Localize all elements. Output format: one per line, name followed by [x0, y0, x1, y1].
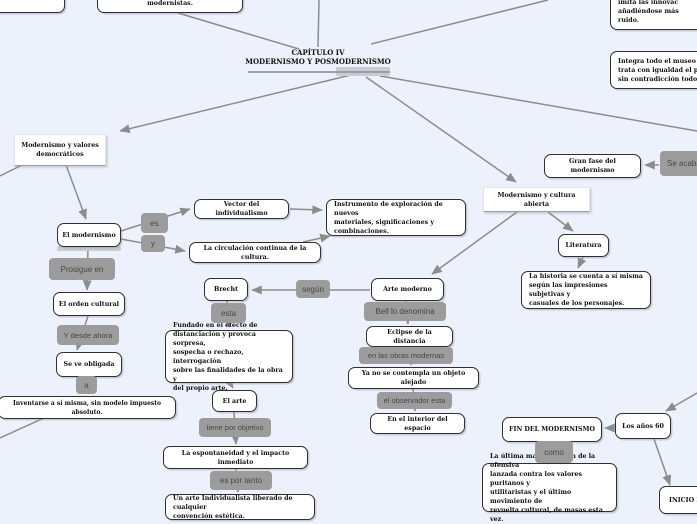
connector: [365, 76, 517, 183]
modernismo-highlight: [57, 246, 121, 251]
node-arte-individualista[interactable]: Un arte Individualista liberado de cualq…: [165, 494, 315, 520]
node-capitulo-root[interactable]: CAPÍTULO IV MODERNISMO Y POSMODERNISMO: [245, 48, 391, 66]
edge-label-tiene-por-objetivo[interactable]: tiene por objetivo: [199, 418, 271, 437]
connector: [431, 211, 518, 275]
node-literatura[interactable]: Literatura: [558, 234, 609, 257]
connector: [665, 392, 697, 412]
connector: [379, 75, 697, 132]
edge-label-como[interactable]: como: [535, 441, 573, 463]
node-inicio[interactable]: INICIO DE: [659, 486, 697, 514]
node-eclipse-distancia[interactable]: Eclipse de la distancia: [366, 326, 453, 347]
node-inventarse[interactable]: Inventarse a sí misma, sin modelo impues…: [0, 396, 176, 419]
edge-label-es-por-tanto[interactable]: es por tanto: [210, 471, 272, 490]
node-interior-espacio[interactable]: En el interior del espacio: [370, 413, 465, 434]
connector: [65, 164, 87, 220]
connector: [119, 73, 356, 134]
node-integra-museo[interactable]: Integra todo el museo ima trata con igua…: [610, 51, 697, 89]
node-fin-del-modernismo[interactable]: FIN DEL MODERNISMO: [502, 417, 602, 442]
node-fundado-distanciacion[interactable]: Fundado en el efecto de distanciación y …: [165, 322, 293, 392]
edge-label-bell-lo-denomina[interactable]: Bell lo denomina: [364, 302, 446, 321]
node-circulacion-cultura[interactable]: La circulación continua de la cultura.: [189, 242, 321, 263]
edge-label-segun[interactable]: según: [296, 280, 330, 298]
node-los-anos-60[interactable]: Los años 60: [615, 413, 671, 439]
node-instrumento-exploracion[interactable]: Instrumento de exploración de nuevos mat…: [326, 199, 466, 236]
node-espontaneidad[interactable]: La espontaneidad y el impacto inmediato: [163, 446, 308, 469]
connector: [177, 12, 300, 50]
connector: [653, 438, 672, 486]
node-imita-innovaciones[interactable]: imita las innovac añadiéndose más ruido.: [610, 0, 697, 30]
edge-label-observador[interactable]: el observador esta: [377, 392, 452, 409]
node-gran-fase[interactable]: Gran fase del modernismo: [544, 154, 641, 178]
connector: [370, 0, 549, 45]
edge-label-y-desde-ahora[interactable]: Y desde ahora: [57, 325, 119, 345]
edge-label-prosigue-en[interactable]: Prosigue en: [49, 258, 115, 280]
connector: [317, 0, 320, 48]
node-historia-se-cuenta[interactable]: La historia se cuenta a sí misma según l…: [521, 271, 651, 309]
node-antinomias[interactable]: y antinomias.: [0, 0, 65, 13]
edge-label-esta[interactable]: esta: [211, 303, 246, 323]
edge-label-y[interactable]: y: [141, 235, 165, 252]
edge-label-a[interactable]: a: [76, 376, 97, 394]
node-ya-no-se-contempla[interactable]: Ya no se contempla un objeto alejado: [348, 367, 479, 389]
connector: [547, 211, 574, 232]
node-arte-moderno[interactable]: Arte moderno: [371, 278, 444, 301]
connector: [577, 256, 587, 269]
edge-label-se-acaba[interactable]: Se acaba: [660, 151, 697, 176]
node-cultura-abierta[interactable]: Modernismo y cultura abierta: [483, 187, 590, 212]
edge-label-es[interactable]: es: [141, 213, 168, 233]
connector: [0, 163, 25, 177]
node-brecht[interactable]: Brecht: [204, 278, 248, 301]
node-orden-cultural[interactable]: El orden cultural: [53, 292, 125, 316]
node-modernismo-valores[interactable]: Modernismo y valores democráticos: [14, 134, 106, 166]
node-el-arte[interactable]: El arte: [212, 390, 257, 412]
node-se-ve-obligada[interactable]: Se ve obligada: [56, 352, 122, 377]
edge-label-en-las-obras[interactable]: en las obras modernas: [359, 347, 453, 364]
connector: [302, 233, 331, 243]
connector: [289, 205, 323, 215]
connector: [224, 377, 234, 389]
node-ultima-manifestacion[interactable]: La última manifestación de la ofensiva l…: [482, 453, 617, 523]
node-el-modernismo[interactable]: El modernismo: [57, 223, 121, 247]
root-underline: [248, 71, 390, 73]
node-vector-individualismo[interactable]: Vector del individualismo: [194, 199, 289, 219]
node-extremista[interactable]: extremista de los principios modernistas…: [97, 0, 243, 13]
